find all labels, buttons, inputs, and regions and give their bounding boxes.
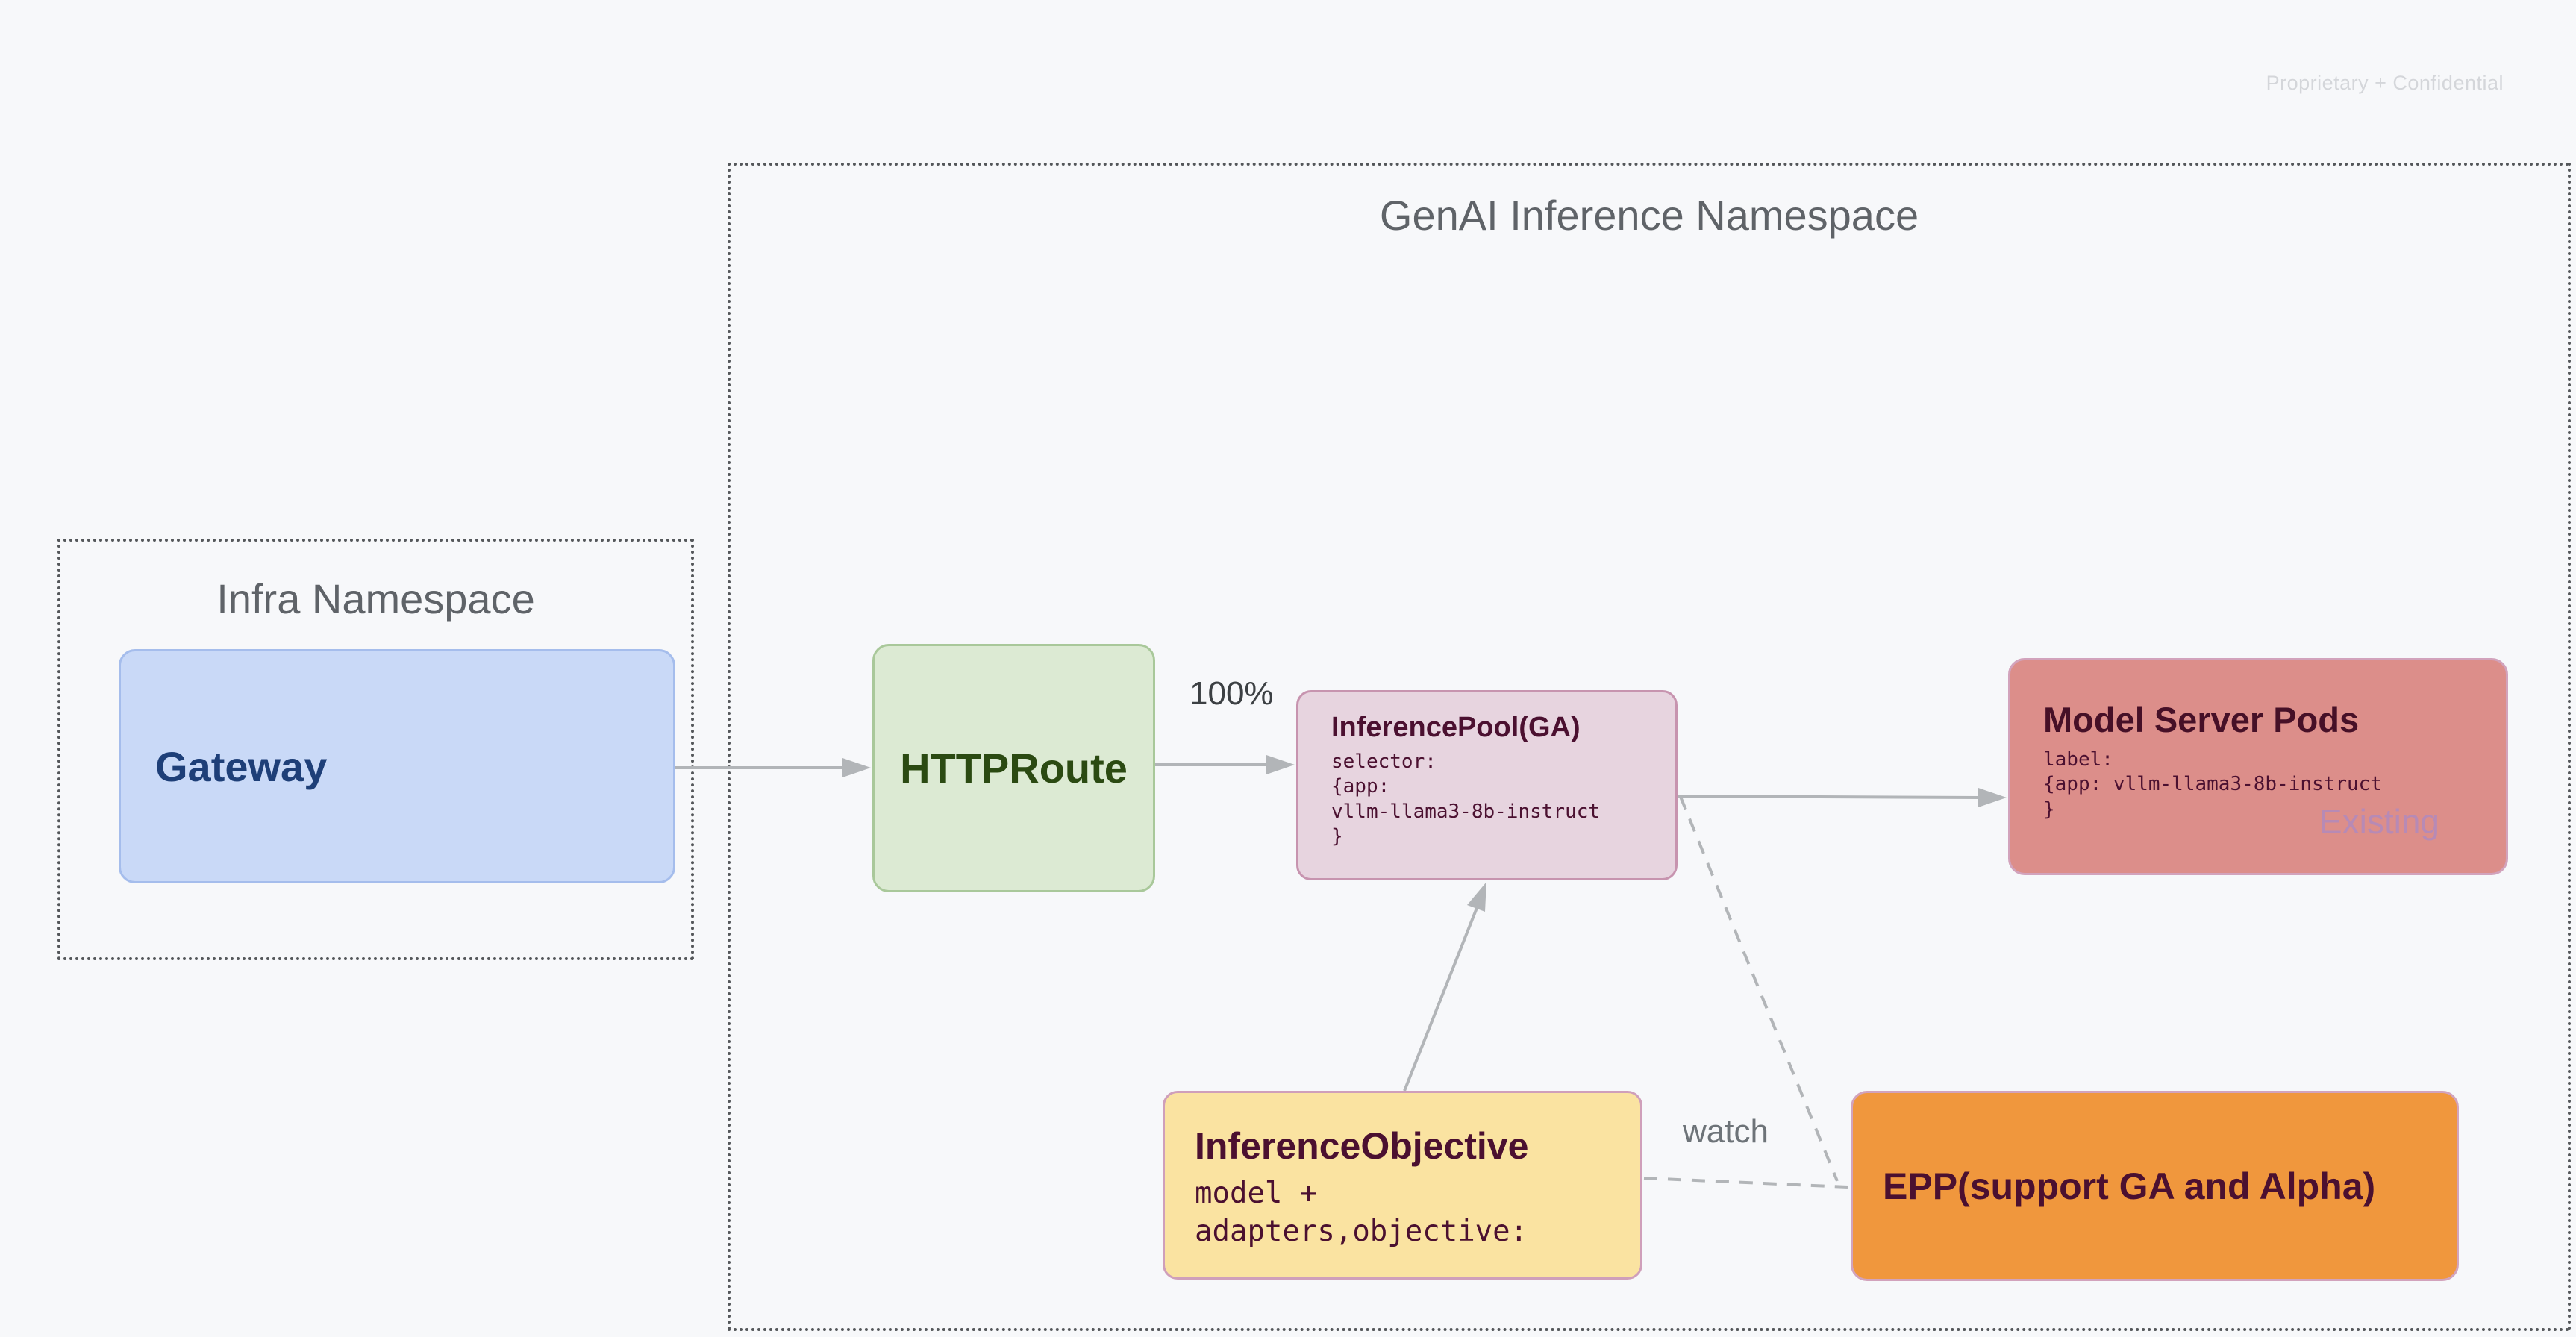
edge-inferencepool-to-pods — [1677, 795, 1980, 799]
edge-objective-to-epp-dashed — [1643, 1177, 1848, 1189]
inference-objective-title: InferenceObjective — [1195, 1125, 1529, 1167]
infra-namespace-title: Infra Namespace — [216, 575, 535, 622]
model-server-pods-label-code: label: {app: vllm-llama3-8b-instruct } — [2043, 748, 2382, 821]
gateway-label: Gateway — [155, 742, 328, 790]
existing-status-badge: Existing — [2319, 802, 2439, 841]
model-server-pods-title: Model Server Pods — [2043, 700, 2360, 739]
gateway-node: Gateway — [119, 649, 675, 883]
arrowhead-objective-to-inferencepool — [1467, 882, 1486, 912]
genai-namespace-title: GenAI Inference Namespace — [1379, 192, 1919, 239]
inference-pool-node: InferencePool(GA) selector: {app: vllm-l… — [1296, 690, 1678, 880]
httproute-label: HTTPRoute — [900, 745, 1128, 792]
inference-objective-code: model + adapters,objective: — [1195, 1177, 1528, 1248]
infra-namespace-container: Infra Namespace — [57, 539, 694, 960]
inference-objective-node: InferenceObjective model + adapters,obje… — [1163, 1091, 1642, 1280]
inference-pool-title: InferencePool(GA) — [1331, 712, 1581, 743]
edge-inferencepool-to-epp-dashed — [1679, 796, 1839, 1182]
inference-pool-selector-code: selector: {app: vllm-llama3-8b-instruct … — [1331, 751, 1601, 848]
model-server-pods-node: Model Server Pods label: {app: vllm-llam… — [2008, 658, 2508, 875]
confidentiality-watermark: Proprietary + Confidential — [2266, 72, 2504, 94]
watch-label: watch — [1683, 1113, 1769, 1150]
epp-node: EPP(support GA and Alpha) — [1851, 1091, 2459, 1281]
arrowhead-httproute-to-inferencepool — [1266, 755, 1295, 774]
genai-inference-namespace-container: GenAI Inference Namespace — [728, 163, 2571, 1331]
epp-label: EPP(support GA and Alpha) — [1883, 1165, 2376, 1207]
edge-objective-to-inferencepool — [1403, 907, 1478, 1092]
httproute-node: HTTPRoute — [872, 644, 1155, 892]
route-weight-label: 100% — [1189, 675, 1274, 712]
arrowhead-inferencepool-to-pods — [1978, 788, 2007, 807]
arrowhead-gateway-to-httproute — [842, 758, 871, 777]
